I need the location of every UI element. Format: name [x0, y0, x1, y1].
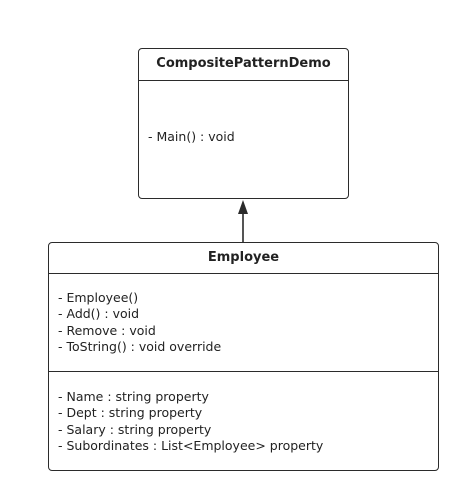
- class-name: Employee: [49, 243, 438, 274]
- operations-section: - Main() : void: [139, 81, 348, 145]
- attribute-item: - Dept : string property: [58, 405, 203, 421]
- attribute-item: - Name : string property: [58, 389, 209, 404]
- operation-item: - Add() : void: [58, 306, 140, 322]
- operation-item: - Main() : void: [148, 129, 235, 144]
- arrowhead-icon: [238, 200, 248, 214]
- operations-section: - Employee() - Add() : void - Remove : v…: [49, 274, 438, 372]
- attribute-item: - Salary : string property: [58, 421, 212, 437]
- class-name: CompositePatternDemo: [139, 49, 348, 81]
- operation-item: - ToString() : void override: [58, 338, 222, 354]
- class-box-composite-pattern-demo[interactable]: CompositePatternDemo - Main() : void: [138, 48, 349, 199]
- attributes-section: - Name : string property - Dept : string…: [49, 372, 438, 454]
- operation-item: - Remove : void: [58, 322, 156, 338]
- class-box-employee[interactable]: Employee - Employee() - Add() : void - R…: [48, 242, 439, 471]
- attribute-item: - Subordinates : List<Employee> property: [58, 437, 324, 453]
- operation-item: - Employee(): [58, 290, 139, 305]
